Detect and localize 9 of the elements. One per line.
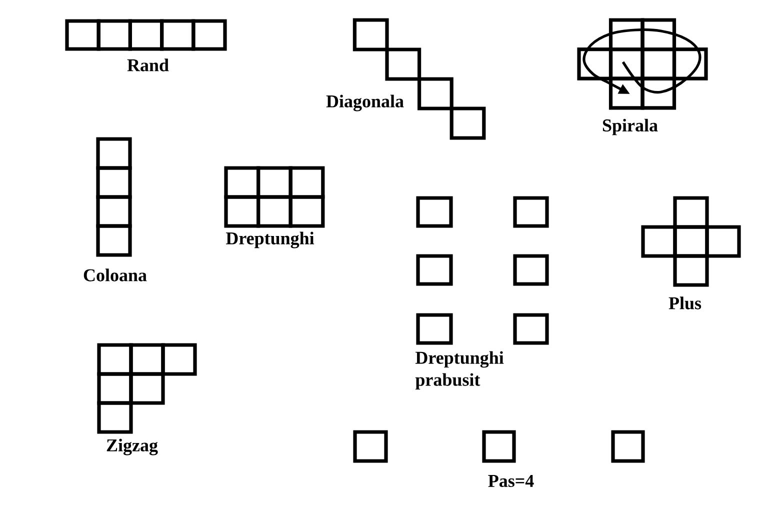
pattern-label: Coloana — [84, 268, 147, 282]
pattern-label: Pas=4 — [488, 474, 534, 488]
pattern-label: Dreptunghi prabusit — [415, 351, 504, 390]
pattern-label: Diagonala — [326, 94, 404, 112]
pattern-label: Rand — [127, 58, 169, 72]
pattern-label: Dreptunghi — [226, 232, 314, 248]
pattern-label: Zigzag — [106, 438, 158, 456]
pattern-label: Spirala — [602, 118, 658, 136]
pattern-label: Plus — [668, 296, 702, 310]
